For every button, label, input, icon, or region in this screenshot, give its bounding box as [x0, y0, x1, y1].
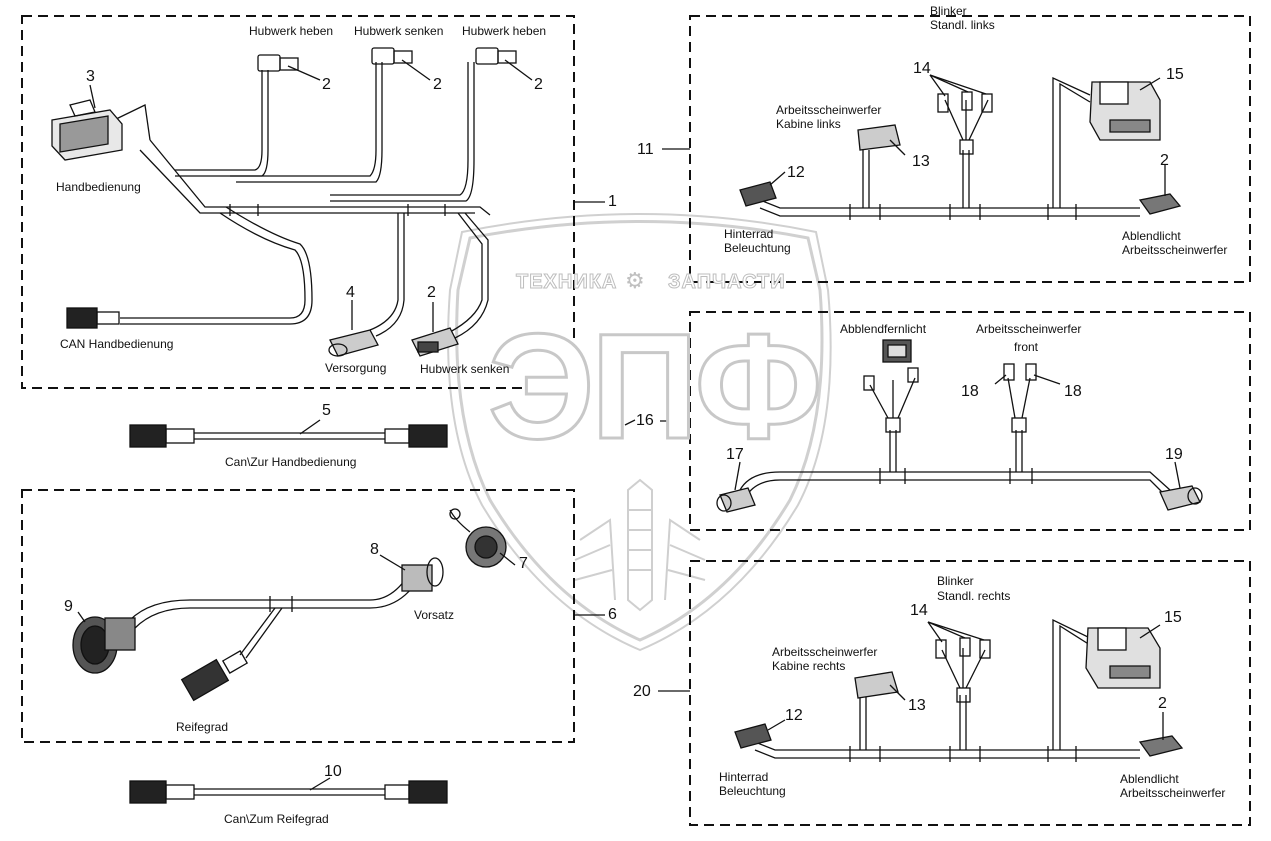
callout-2-c: 2	[534, 76, 543, 93]
label-arbeits-kabine-20: Arbeitsscheinwerfer	[772, 645, 878, 659]
callout-12-bottom: 12	[785, 707, 803, 724]
label-beleuchtung-11: Beleuchtung	[724, 241, 791, 255]
label-arbeitsscheinwerfer-20: Arbeitsscheinwerfer	[1120, 786, 1226, 800]
watermark-gear-icon: ⚙	[625, 268, 645, 293]
label-reifegrad: Reifegrad	[176, 720, 229, 734]
callout-2-top-right: 2	[1160, 152, 1169, 169]
panel-11-frame	[689, 15, 1251, 283]
callout-14-bottom: 14	[910, 602, 928, 619]
watermark-shield	[447, 213, 832, 652]
callout-15-top: 15	[1166, 66, 1184, 83]
callout-20: 20	[633, 683, 651, 700]
label-abblendfernlicht: Abblendfernlicht	[840, 322, 927, 336]
label-hinterrad-11: Hinterrad	[724, 227, 774, 241]
callout-2-b: 2	[433, 76, 442, 93]
callout-15-bottom: 15	[1164, 609, 1182, 626]
callout-11: 11	[637, 141, 654, 158]
watermark-logo: ЭПФ	[487, 301, 825, 472]
label-hubwerk-heben-1: Hubwerk heben	[249, 24, 334, 38]
label-blinker-20: Blinker	[937, 574, 974, 588]
callout-10: 10	[324, 763, 342, 780]
label-arbeits-kabine-11: Arbeitsscheinwerfer	[776, 103, 882, 117]
panel-16-harness	[624, 339, 1203, 513]
label-can-zum-reifegrad: Can\Zum Reifegrad	[224, 812, 329, 826]
label-standl-links: Standl. links	[930, 18, 995, 32]
label-arbeitsscheinwerfer-11: Arbeitsscheinwerfer	[1122, 243, 1228, 257]
callout-6: 6	[608, 606, 617, 623]
callout-19: 19	[1165, 446, 1183, 463]
label-front: front	[1014, 340, 1039, 354]
callout-18-left: 18	[961, 383, 979, 400]
panel-11-harness	[739, 74, 1182, 220]
label-handbedienung: Handbedienung	[56, 180, 141, 194]
callout-3: 3	[86, 68, 95, 85]
label-vorsatz: Vorsatz	[414, 608, 455, 622]
item-5-cable	[129, 419, 448, 448]
label-kabine-rechts: Kabine rechts	[772, 659, 846, 673]
panel-1-harness	[51, 47, 533, 357]
panel-20-frame	[689, 560, 1251, 826]
label-hubwerk-senken-bottom: Hubwerk senken	[420, 362, 510, 376]
callout-17: 17	[726, 446, 744, 463]
label-can-handbedienung: CAN Handbedienung	[60, 337, 174, 351]
callout-1: 1	[608, 193, 617, 210]
label-hubwerk-senken-top: Hubwerk senken	[354, 24, 444, 38]
callout-5: 5	[322, 402, 331, 419]
label-versorgung: Versorgung	[325, 361, 387, 375]
callout-14-top: 14	[913, 60, 931, 77]
panel-6-harness	[72, 508, 516, 702]
watermark-text-right: ЗАПЧАСТИ	[668, 271, 786, 294]
callout-2-d: 2	[427, 284, 436, 301]
panel-6-frame	[21, 489, 575, 743]
label-ablendlicht-20: Ablendlicht	[1120, 772, 1179, 786]
label-blinker-11: Blinker	[930, 4, 967, 18]
callout-12-top: 12	[787, 164, 805, 181]
watermark-text-left: ТЕХНИКА	[515, 271, 618, 294]
label-kabine-links: Kabine links	[776, 117, 841, 131]
callout-7: 7	[519, 555, 528, 572]
label-ablendlicht-11: Ablendlicht	[1122, 229, 1181, 243]
callout-2-a: 2	[322, 76, 331, 93]
callout-2-bottom-right: 2	[1158, 695, 1167, 712]
callout-13-bottom: 13	[908, 697, 926, 714]
label-hinterrad-20: Hinterrad	[719, 770, 769, 784]
label-hubwerk-heben-2: Hubwerk heben	[462, 24, 547, 38]
callout-8: 8	[370, 541, 379, 558]
panel-20-harness	[734, 618, 1184, 762]
label-standl-rechts: Standl. rechts	[937, 589, 1011, 603]
label-arbeitsscheinwerfer-16: Arbeitsscheinwerfer	[976, 322, 1082, 336]
item-10-cable	[129, 777, 448, 804]
label-can-zur-handbedienung: Can\Zur Handbedienung	[225, 455, 357, 469]
callout-13-top: 13	[912, 153, 930, 170]
label-beleuchtung-20: Beleuchtung	[719, 784, 786, 798]
callout-9: 9	[64, 598, 73, 615]
callout-4: 4	[346, 284, 355, 301]
callout-16: 16	[636, 412, 654, 429]
callout-18-right: 18	[1064, 383, 1082, 400]
